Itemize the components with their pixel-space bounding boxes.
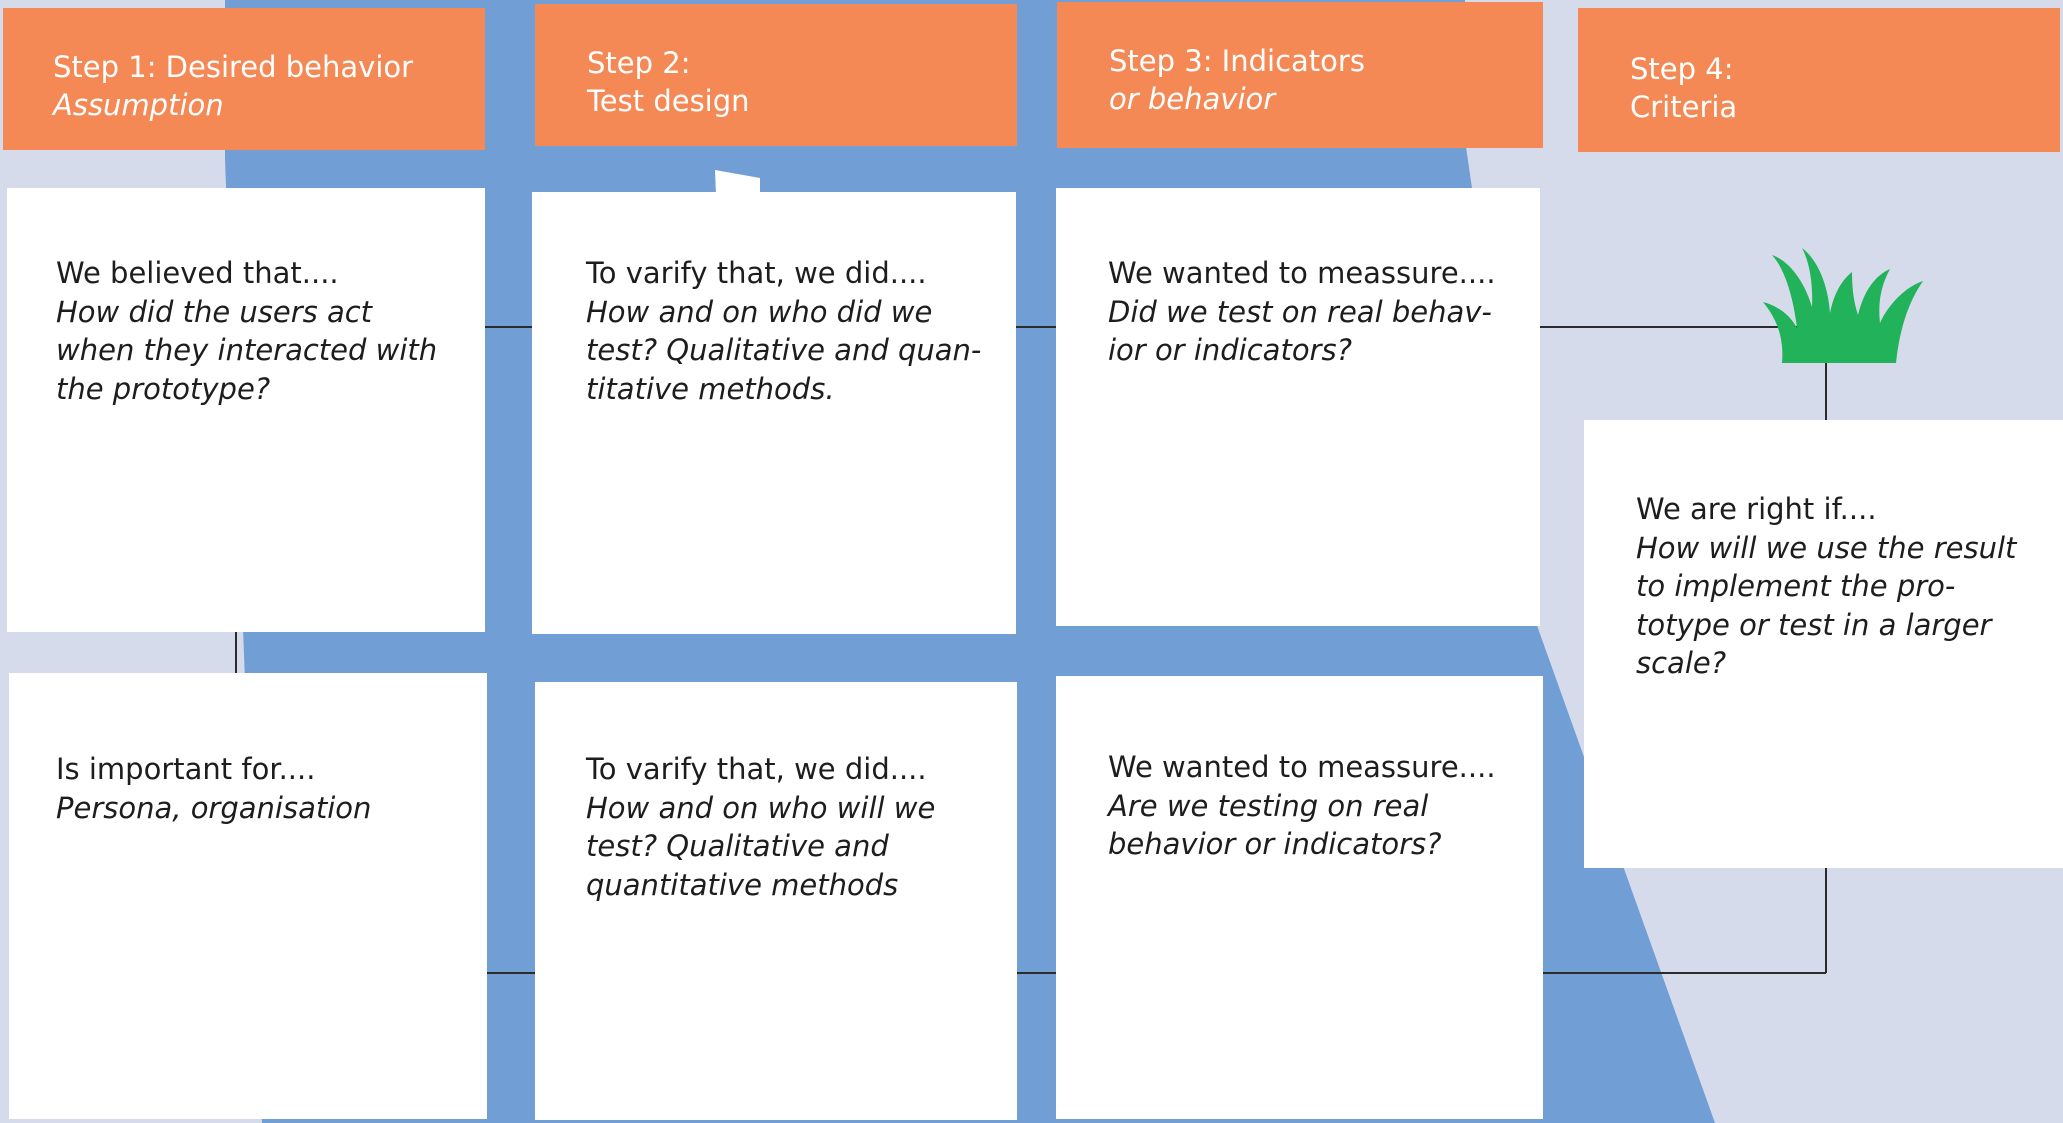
step-3-subtitle: or behavior xyxy=(1109,82,1276,116)
step-2-title: Step 2: xyxy=(587,46,691,80)
card-assumption-prompt-line-2: when they interacted with xyxy=(56,333,438,367)
card-importance-lead: Is important for.... xyxy=(56,752,316,786)
card-measure-planned-prompt-line-2: behavior or indicators? xyxy=(1108,827,1442,861)
card-measure-done-lead: We wanted to meassure.... xyxy=(1108,256,1496,290)
card-test-planned-lead: To varify that, we did.... xyxy=(586,752,927,786)
step-4-subtitle: Criteria xyxy=(1630,90,1738,124)
card-criteria-prompt-line-1: How will we use the result xyxy=(1636,530,2017,565)
grass-icon xyxy=(1763,248,1923,363)
step-1-header: Step 1: Desired behavior Assumption xyxy=(3,8,485,150)
card-test-done-prompt-line-1: How and on who did we xyxy=(586,294,933,329)
step-3-title: Step 3: Indicators xyxy=(1109,44,1365,78)
card-importance-prompt-line-1: Persona, organisation xyxy=(56,790,372,825)
card-importance: Is important for.... Persona, organisati… xyxy=(9,673,487,1119)
step-4-title: Step 4: xyxy=(1630,52,1734,86)
card-assumption-lead: We believed that.... xyxy=(56,256,339,290)
connector-lines xyxy=(235,326,1827,974)
step-2-subtitle: Test design xyxy=(587,84,750,118)
step-1-subtitle: Assumption xyxy=(53,88,224,122)
card-criteria-prompt-line-3: totype or test in a larger xyxy=(1636,607,1992,642)
card-test-done: To varify that, we did.... How and on wh… xyxy=(532,192,1016,634)
card-criteria-prompt-line-4: scale? xyxy=(1636,646,1727,680)
card-test-planned-prompt-line-3: quantitative methods xyxy=(586,867,899,902)
card-measure-planned: We wanted to meassure.... Are we testing… xyxy=(1056,676,1543,1119)
card-criteria: We are right if.... How will we use the … xyxy=(1584,420,2063,868)
card-measure-planned-prompt-line-1: Are we testing on real xyxy=(1108,788,1429,823)
card-measure-planned-lead: We wanted to meassure.... xyxy=(1108,750,1496,784)
card-test-planned-prompt-line-1: How and on who will we xyxy=(586,790,936,825)
card-test-planned-prompt-line-2: test? Qualitative and xyxy=(586,829,889,863)
card-assumption-prompt-line-3: the prototype? xyxy=(56,371,271,406)
card-measure-done-prompt-line-2: ior or indicators? xyxy=(1108,333,1352,367)
grass-blades xyxy=(1763,248,1923,363)
card-measure-done-prompt-line-1: Did we test on real behav- xyxy=(1108,294,1492,329)
card-assumption: We believed that.... How did the users a… xyxy=(7,188,485,632)
step-3-header: Step 3: Indicators or behavior xyxy=(1057,2,1543,148)
card-test-done-prompt-line-2: test? Qualitative and quan- xyxy=(586,333,982,367)
card-measure-done: We wanted to meassure.... Did we test on… xyxy=(1056,188,1540,626)
card-assumption-prompt-line-1: How did the users act xyxy=(56,294,373,329)
step-1-title: Step 1: Desired behavior xyxy=(53,50,414,84)
card-test-done-prompt-line-3: titative methods. xyxy=(586,371,835,406)
card-test-planned: To varify that, we did.... How and on wh… xyxy=(535,682,1017,1120)
step-2-header: Step 2: Test design xyxy=(535,4,1017,146)
card-criteria-prompt-line-2: to implement the pro- xyxy=(1636,569,1956,603)
paper-tab xyxy=(715,170,760,195)
step-4-header: Step 4: Criteria xyxy=(1578,8,2060,152)
card-criteria-lead: We are right if.... xyxy=(1636,492,1877,526)
card-test-done-lead: To varify that, we did.... xyxy=(586,256,927,290)
